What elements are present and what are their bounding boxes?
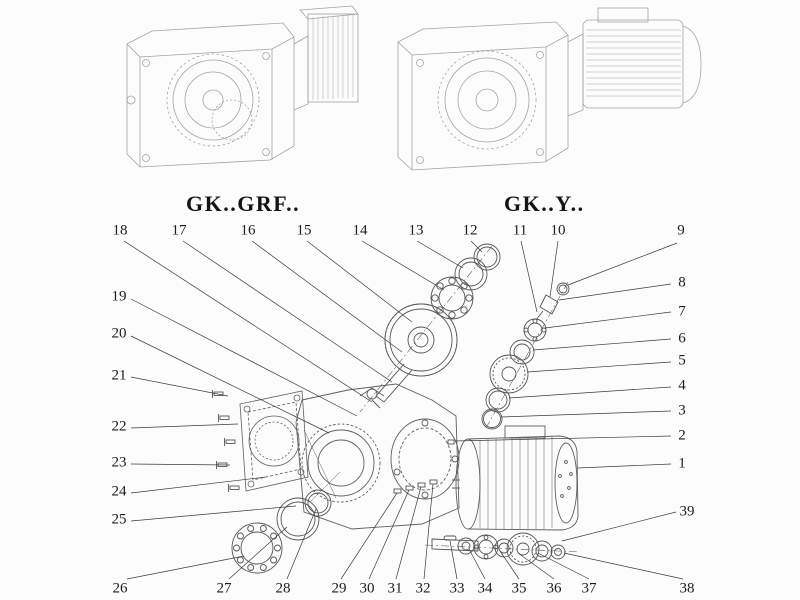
callout-15: 15: [296, 222, 312, 239]
callout-28: 28: [275, 580, 291, 597]
callout-20: 20: [111, 325, 127, 342]
flange-plate: [239, 390, 309, 492]
callout-14: 14: [352, 222, 368, 239]
gear-housing: [295, 383, 460, 530]
callout-33: 33: [449, 580, 465, 597]
motor: [452, 425, 579, 531]
callout-7: 7: [678, 303, 686, 320]
output-bearing-set: [231, 489, 332, 574]
callout-9: 9: [677, 222, 685, 239]
variant-label-gk-grf: GK..GRF..: [186, 191, 301, 216]
callout-27: 27: [216, 580, 232, 597]
callout-3: 3: [678, 402, 686, 419]
callout-12: 12: [462, 222, 478, 239]
variant-label-gk-y: GK..Y..: [504, 191, 585, 216]
callout-32: 32: [415, 580, 431, 597]
intermediate-gear-set: [359, 243, 501, 413]
drawing-gk-y: [397, 7, 702, 171]
callout-5: 5: [678, 352, 686, 369]
callout-18: 18: [112, 222, 128, 239]
callout-23: 23: [111, 454, 127, 471]
callout-29: 29: [331, 580, 347, 597]
callout-4: 4: [678, 377, 686, 394]
callout-1: 1: [678, 455, 686, 472]
callout-16: 16: [240, 222, 256, 239]
callout-37: 37: [581, 580, 597, 597]
callout-17: 17: [171, 222, 187, 239]
flange-bolts: [212, 390, 240, 492]
callout-11: 11: [512, 222, 528, 239]
callout-13: 13: [408, 222, 424, 239]
callout-30: 30: [359, 580, 375, 597]
face-screws: [393, 479, 438, 494]
leader-lines: [123, 240, 684, 580]
callout-34: 34: [477, 580, 493, 597]
callout-38: 38: [679, 580, 695, 597]
callout-39: 39: [679, 503, 695, 520]
callout-25: 25: [111, 511, 127, 528]
callout-22: 22: [111, 418, 127, 435]
output-shaft-assembly: [424, 532, 581, 566]
callout-6: 6: [678, 330, 686, 347]
callout-24: 24: [111, 483, 127, 500]
drawing-gk-grf: [126, 5, 359, 168]
callout-19: 19: [111, 288, 127, 305]
callout-2: 2: [678, 427, 686, 444]
callout-35: 35: [511, 580, 527, 597]
callout-8: 8: [678, 274, 686, 291]
callout-31: 31: [387, 580, 403, 597]
callout-21: 21: [111, 367, 127, 384]
callout-10: 10: [550, 222, 566, 239]
callout-26: 26: [112, 580, 128, 597]
input-pinion-set: [447, 281, 570, 445]
callout-36: 36: [546, 580, 562, 597]
